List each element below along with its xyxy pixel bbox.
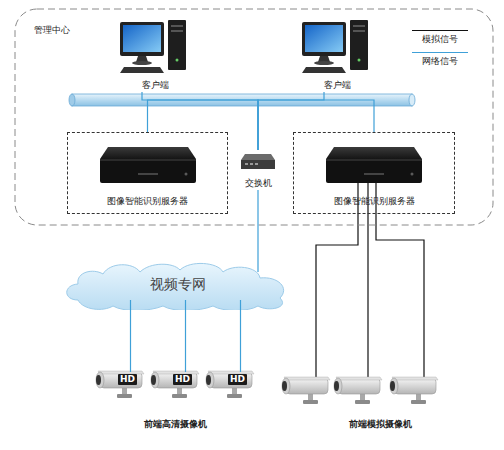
network-connector (142, 92, 258, 150)
server-icon-part (100, 147, 196, 159)
node-text: 客户端 (300, 79, 375, 91)
legend-text: 模拟信号 (404, 33, 476, 45)
switch-icon-part (245, 163, 248, 165)
hd-camera-icon-part (206, 375, 211, 385)
network-connector (258, 92, 324, 150)
hd-camera-icon-part (117, 394, 132, 398)
analog-wires (316, 180, 424, 378)
analog-wire (316, 180, 358, 378)
server-icon-part (364, 173, 384, 175)
server-icon (98, 143, 198, 187)
client-computer: 客户端 (118, 20, 193, 92)
hd-camera-icon-part (122, 388, 127, 395)
hd-camera-icon-part (151, 372, 159, 388)
switch-icon-part (250, 163, 253, 165)
hd-camera: HD (92, 362, 147, 402)
hd-camera-icon-part (96, 375, 101, 385)
computer-icon-part (353, 30, 365, 32)
hd-camera-icon-part (177, 388, 182, 395)
computer-icon-part (132, 61, 152, 65)
switch-icon-part (241, 154, 275, 160)
hd-badge: HD (173, 374, 192, 385)
video-network-cloud: 视频专网 (58, 260, 298, 310)
legend-line-sample (412, 30, 468, 31)
server-icon-part (100, 159, 196, 183)
group-caption: 前端模拟摄像机 (320, 418, 440, 430)
switch-icon-part (255, 163, 258, 165)
node-text: 管理中心 (34, 24, 70, 36)
network-connector (148, 100, 259, 150)
server-icon-part (326, 159, 422, 161)
analog-camera (282, 377, 330, 404)
computer-icon-part (123, 25, 161, 52)
hd-camera-icon-part (210, 372, 252, 388)
computer-icon (302, 20, 372, 75)
legend-text: 网络信号 (404, 55, 476, 67)
server-icon-part (326, 159, 422, 183)
server-icon-part (100, 159, 196, 161)
hd-badge: HD (228, 374, 247, 385)
analog-camera (390, 377, 438, 404)
computer-icon-part (350, 20, 368, 70)
hd-camera-icon-part (206, 372, 214, 388)
recognition-server-box: 图像智能识别服务器 (67, 132, 228, 214)
node-text: 视频专网 (58, 276, 298, 293)
hd-camera: HD (147, 362, 202, 402)
bus-end (409, 94, 415, 106)
hd-camera-icon-part (151, 375, 156, 385)
hd-camera: HD (202, 362, 257, 402)
server-icon (324, 143, 424, 187)
computer-icon-part (302, 22, 346, 56)
network-connector (258, 100, 374, 150)
node-text: 图像智能识别服务器 (68, 195, 227, 207)
computer-icon-part (302, 67, 346, 73)
computer-icon-part (176, 59, 179, 62)
dashed-outline (15, 9, 493, 225)
computer-icon (120, 20, 190, 75)
computer-icon-part (120, 67, 164, 73)
network-connector (130, 300, 131, 372)
client-computer: 客户端 (300, 20, 375, 92)
node-text: 图像智能识别服务器 (294, 195, 454, 207)
analog-wire (376, 180, 424, 378)
computer-icon-part (353, 25, 365, 27)
node-text: 客户端 (118, 79, 193, 91)
computer-icon-part (171, 30, 183, 32)
switch-icon (240, 152, 276, 172)
network-connector (240, 300, 241, 372)
hd-camera-icon-part (100, 372, 142, 388)
hd-camera-icon-part (227, 394, 242, 398)
analog-camera (334, 377, 382, 404)
server-icon-part (326, 147, 422, 159)
bus-end (69, 94, 75, 106)
hd-camera-icon-part (155, 372, 197, 388)
hd-badge: HD (118, 374, 137, 385)
network-bus (72, 94, 412, 106)
server-icon-part (138, 173, 158, 175)
computer-icon-part (305, 25, 343, 52)
network-connector (185, 300, 186, 372)
legend-line-sample (412, 52, 468, 53)
network-switch: 交换机 (232, 150, 284, 190)
computer-icon-part (171, 25, 183, 27)
group-caption: 前端高清摄像机 (115, 418, 235, 430)
computer-icon-part (168, 20, 186, 70)
computer-icon-part (358, 59, 361, 62)
recognition-server-box: 图像智能识别服务器 (293, 132, 455, 214)
computer-icon-part (314, 61, 334, 65)
hd-camera-icon-part (172, 394, 187, 398)
computer-icon-part (120, 22, 164, 56)
node-text: 交换机 (232, 177, 284, 189)
hd-camera-icon-part (96, 372, 104, 388)
hd-camera-icon-part (232, 388, 237, 395)
server-icon-part (184, 173, 187, 176)
analog-wire (367, 180, 368, 378)
network-connector (257, 190, 258, 272)
server-icon-part (411, 173, 414, 176)
switch-icon-part (241, 160, 275, 169)
